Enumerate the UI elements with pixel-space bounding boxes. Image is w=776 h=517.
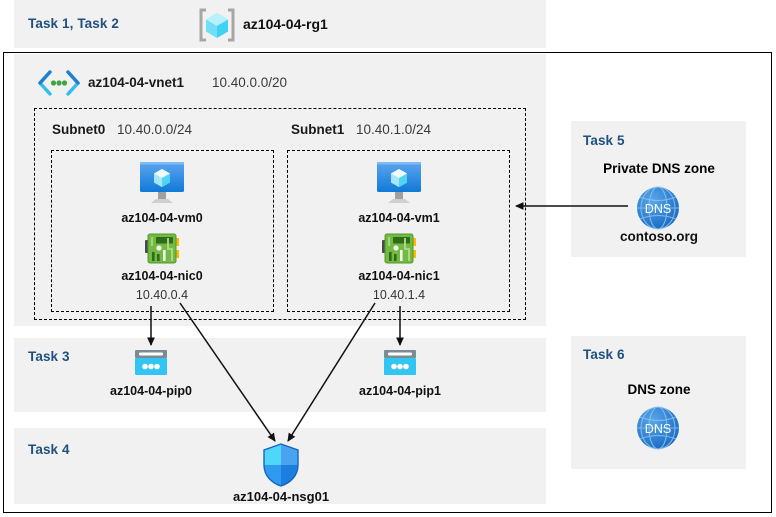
vnet-panel: [14, 54, 546, 326]
subnets-group-boundary: [34, 108, 526, 320]
vm0-name: az104-04-vm0: [121, 211, 203, 225]
vnet-address-space: 10.40.0.0/20: [212, 75, 288, 90]
subnet1-name: Subnet1: [291, 122, 345, 137]
vm1-name: az104-04-vm1: [358, 211, 440, 225]
dns-icon-text: DNS: [645, 422, 671, 436]
subnet0-resources-boundary: [51, 150, 274, 312]
private-dns-name: contoso.org: [620, 229, 698, 244]
task-label-public-ip: Task 3: [28, 349, 70, 364]
virtual-network-icon: [37, 70, 81, 96]
vnet-name: az104-04-vnet1: [88, 75, 185, 90]
task-label-nsg: Task 4: [28, 442, 70, 457]
network-interface-icon: [380, 232, 418, 266]
public-dns-heading: DNS zone: [627, 382, 691, 397]
nic0-ip: 10.40.0.4: [135, 288, 189, 302]
nic1-name: az104-04-nic1: [358, 269, 440, 283]
subnet1-resources-boundary: [287, 150, 510, 312]
pip0-name: az104-04-pip0: [110, 384, 192, 398]
subnet0-name: Subnet0: [52, 122, 106, 137]
resource-group-boundary: [3, 52, 772, 513]
task-label-private-dns: Task 5: [583, 133, 625, 148]
task-label-public-dns: Task 6: [583, 347, 625, 362]
virtual-machine-icon: [136, 160, 188, 206]
public-ip-panel: [14, 338, 546, 412]
pip1-name: az104-04-pip1: [359, 384, 441, 398]
dns-icon-text: DNS: [645, 202, 671, 216]
subnet0-cidr: 10.40.0.0/24: [117, 122, 193, 137]
resource-group-name: az104-04-rg1: [243, 16, 328, 32]
private-dns-heading: Private DNS zone: [603, 161, 715, 176]
network-interface-icon: [143, 232, 181, 266]
resource-group-header-panel: [14, 0, 546, 48]
virtual-machine-icon: [373, 160, 425, 206]
nic0-name: az104-04-nic0: [121, 269, 203, 283]
network-security-group-icon: [261, 443, 301, 487]
resource-group-icon: [197, 6, 237, 44]
task-label-rg: Task 1, Task 2: [28, 16, 119, 31]
dns-zone-icon: DNS: [634, 184, 682, 232]
public-ip-icon: [382, 349, 418, 377]
public-ip-icon: [133, 349, 169, 377]
subnet1-cidr: 10.40.1.0/24: [356, 122, 432, 137]
dns-zone-icon: DNS: [634, 404, 682, 452]
nic1-ip: 10.40.1.4: [372, 288, 426, 302]
nsg-name: az104-04-nsg01: [232, 489, 330, 504]
